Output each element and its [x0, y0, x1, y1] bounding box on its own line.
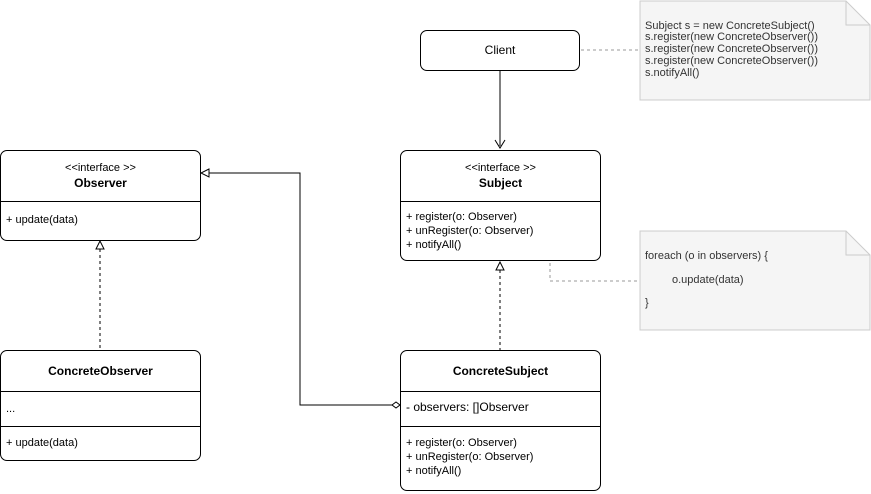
notify-note-line: o.update(data): [672, 274, 744, 286]
client-note-shape: [639, 0, 871, 101]
client-note-fold: [845, 1, 870, 26]
concrete-subject-name: ConcreteSubject: [452, 364, 549, 378]
observer-realization-head: [95, 239, 105, 250]
subject-method-notifyall: + notifyAll(): [406, 239, 462, 251]
observer-interface[interactable]: <<interface >> Observer + update(data): [0, 150, 201, 241]
aggregation-head-observer: [199, 168, 210, 178]
client-box[interactable]: Client: [420, 30, 580, 71]
concrete-subject-attribute: - observers: []Observer: [406, 400, 529, 414]
concrete-subject-class[interactable]: ConcreteSubject - observers: []Observer …: [400, 350, 601, 491]
concrete-subject-attributes: - observers: []Observer: [401, 391, 600, 426]
subject-methods: + register(o: Observer) + unRegister(o: …: [401, 201, 600, 252]
client-note-line: s.register(new ConcreteObserver()): [645, 31, 818, 43]
observer-name: Observer: [74, 176, 127, 190]
notify-note-line: foreach (o in observers) {: [645, 250, 768, 262]
observer-method: + update(data): [6, 214, 78, 226]
client-note-line: s.notifyAll(): [645, 67, 700, 79]
observer-header: <<interface >> Observer: [1, 151, 200, 201]
concrete-observer-method: + update(data): [6, 437, 78, 449]
subject-name: Subject: [478, 176, 523, 190]
subject-header: <<interface >> Subject: [401, 151, 600, 201]
notify-note-fold: [845, 231, 870, 256]
concrete-observer-attributes: ...: [1, 391, 200, 426]
notify-note-shape: [639, 230, 871, 331]
observer-methods: + update(data): [1, 201, 200, 227]
subject-realization-head: [495, 260, 505, 271]
subject-method-unregister: + unRegister(o: Observer): [406, 225, 534, 237]
concrete-subject-header: ConcreteSubject: [401, 351, 600, 391]
concrete-subject-method-unregister: + unRegister(o: Observer): [406, 451, 534, 463]
aggregation-line: [209, 172, 392, 406]
concrete-observer-header: ConcreteObserver: [1, 351, 200, 391]
observer-stereotype: <<interface >>: [65, 162, 136, 174]
subject-method-register: + register(o: Observer): [406, 211, 517, 223]
concrete-observer-attribute: ...: [6, 403, 16, 415]
client-note-line: s.register(new ConcreteObserver()): [645, 55, 818, 67]
concrete-subject-method-register: + register(o: Observer): [406, 437, 517, 449]
concrete-subject-methods: + register(o: Observer) + unRegister(o: …: [401, 426, 600, 478]
notify-note-line: }: [645, 297, 649, 309]
concrete-observer-name: ConcreteObserver: [48, 364, 153, 378]
client-label: Client: [484, 43, 516, 57]
client-subject-arrowhead: [494, 139, 506, 149]
client-note-line: s.register(new ConcreteObserver()): [645, 43, 818, 55]
aggregation-diamond: [391, 401, 401, 409]
concrete-observer-methods: + update(data): [1, 426, 200, 450]
subject-interface[interactable]: <<interface >> Subject + register(o: Obs…: [400, 150, 601, 261]
concrete-observer-class[interactable]: ConcreteObserver ... + update(data): [0, 350, 201, 461]
concrete-subject-method-notifyall: + notifyAll(): [406, 465, 462, 477]
subject-stereotype: <<interface >>: [465, 162, 536, 174]
client-note-line: Subject s = new ConcreteSubject(): [645, 20, 815, 32]
